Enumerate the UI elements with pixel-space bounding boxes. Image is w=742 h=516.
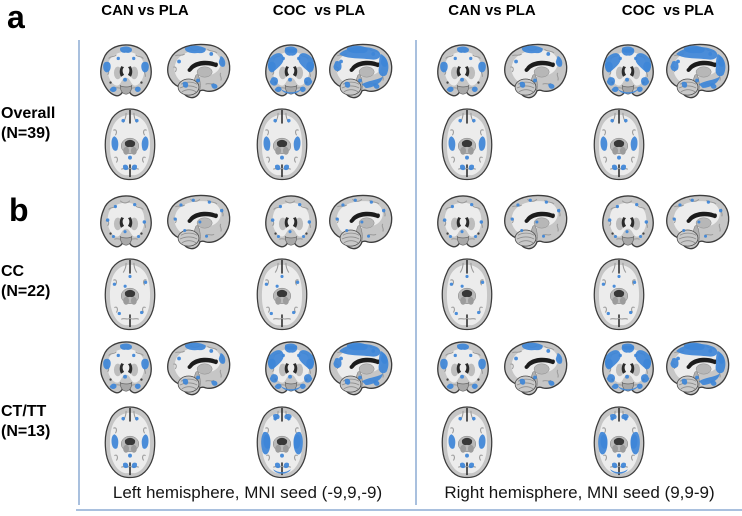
brain-sagittal-slice xyxy=(504,194,568,250)
right-hemisphere-panel: Right hemisphere, MNI seed (9,9-9) xyxy=(415,40,742,505)
cc-row-axial xyxy=(417,252,742,335)
brain-coronal-slice xyxy=(265,44,317,97)
cttt-row-axial xyxy=(417,400,742,479)
brain-coronal-slice xyxy=(602,44,654,97)
row-label-overall: Overall (N=39) xyxy=(1,104,55,144)
column-header-right-can-vs-pla: CAN vs PLA xyxy=(448,2,536,19)
cttt-row-axial xyxy=(80,400,415,479)
row-label-overall-n: (N=39) xyxy=(1,125,51,142)
brain-axial-slice xyxy=(104,258,156,331)
brain-axial-slice xyxy=(256,258,308,331)
column-header-left-can-vs-pla: CAN vs PLA xyxy=(101,2,189,19)
brain-axial-slice xyxy=(256,108,308,181)
brain-coronal-slice xyxy=(100,340,152,393)
bottom-divider-line xyxy=(76,509,742,511)
brain-sagittal-slice xyxy=(167,194,231,250)
brain-sagittal-slice xyxy=(666,43,730,99)
brain-coronal-slice xyxy=(602,195,654,248)
brain-axial-slice xyxy=(104,406,156,479)
row-label-cc-name: CC xyxy=(1,263,25,280)
overall-row-axial xyxy=(80,102,415,192)
cc-row-cor-sag xyxy=(80,192,415,252)
brain-coronal-slice xyxy=(437,44,489,97)
brain-axial-slice xyxy=(441,258,493,331)
brain-coronal-slice xyxy=(265,195,317,248)
brain-coronal-slice xyxy=(100,195,152,248)
panel-a-label: a xyxy=(7,0,25,35)
row-label-cttt-name: CT/TT xyxy=(1,403,47,420)
row-label-cttt-n: (N=13) xyxy=(1,423,51,440)
brain-sagittal-slice xyxy=(167,43,231,99)
brain-sagittal-slice xyxy=(329,43,393,99)
cttt-row-cor-sag xyxy=(417,335,742,400)
brain-coronal-slice xyxy=(265,340,317,393)
left-hemisphere-panel: Left hemisphere, MNI seed (-9,9,-9) xyxy=(78,40,415,505)
brain-sagittal-slice xyxy=(329,194,393,250)
row-label-cc: CC (N=22) xyxy=(1,262,50,302)
brain-coronal-slice xyxy=(602,340,654,393)
brain-axial-slice xyxy=(441,406,493,479)
brain-axial-slice xyxy=(593,108,645,181)
overall-row-cor-sag xyxy=(80,40,415,102)
brain-coronal-slice xyxy=(100,44,152,97)
brain-sagittal-slice xyxy=(167,340,231,395)
cttt-row-cor-sag xyxy=(80,335,415,400)
brain-sagittal-slice xyxy=(504,340,568,395)
left-hemisphere-caption: Left hemisphere, MNI seed (-9,9,-9) xyxy=(112,483,383,502)
row-label-overall-name: Overall xyxy=(1,105,56,122)
brain-axial-slice xyxy=(593,406,645,479)
column-header-left-coc-vs-pla: COC vs PLA xyxy=(272,2,366,19)
brain-sagittal-slice xyxy=(666,194,730,250)
brain-coronal-slice xyxy=(437,340,489,393)
brain-axial-slice xyxy=(104,108,156,181)
row-label-cc-n: (N=22) xyxy=(1,283,51,300)
brain-axial-slice xyxy=(593,258,645,331)
brain-sagittal-slice xyxy=(329,340,393,395)
brain-axial-slice xyxy=(441,108,493,181)
row-label-cttt: CT/TT (N=13) xyxy=(1,402,50,442)
cc-row-axial xyxy=(80,252,415,335)
brain-axial-slice xyxy=(256,406,308,479)
brain-sagittal-slice xyxy=(504,43,568,99)
overall-row-cor-sag xyxy=(417,40,742,102)
brain-sagittal-slice xyxy=(666,340,730,395)
left-caption-row: Left hemisphere, MNI seed (-9,9,-9) xyxy=(80,478,415,505)
right-caption-row: Right hemisphere, MNI seed (9,9-9) xyxy=(417,478,742,505)
cc-row-cor-sag xyxy=(417,192,742,252)
overall-row-axial xyxy=(417,102,742,192)
column-header-right-coc-vs-pla: COC vs PLA xyxy=(621,2,715,19)
brain-coronal-slice xyxy=(437,195,489,248)
right-hemisphere-caption: Right hemisphere, MNI seed (9,9-9) xyxy=(444,483,715,502)
panel-b-label: b xyxy=(9,192,29,228)
